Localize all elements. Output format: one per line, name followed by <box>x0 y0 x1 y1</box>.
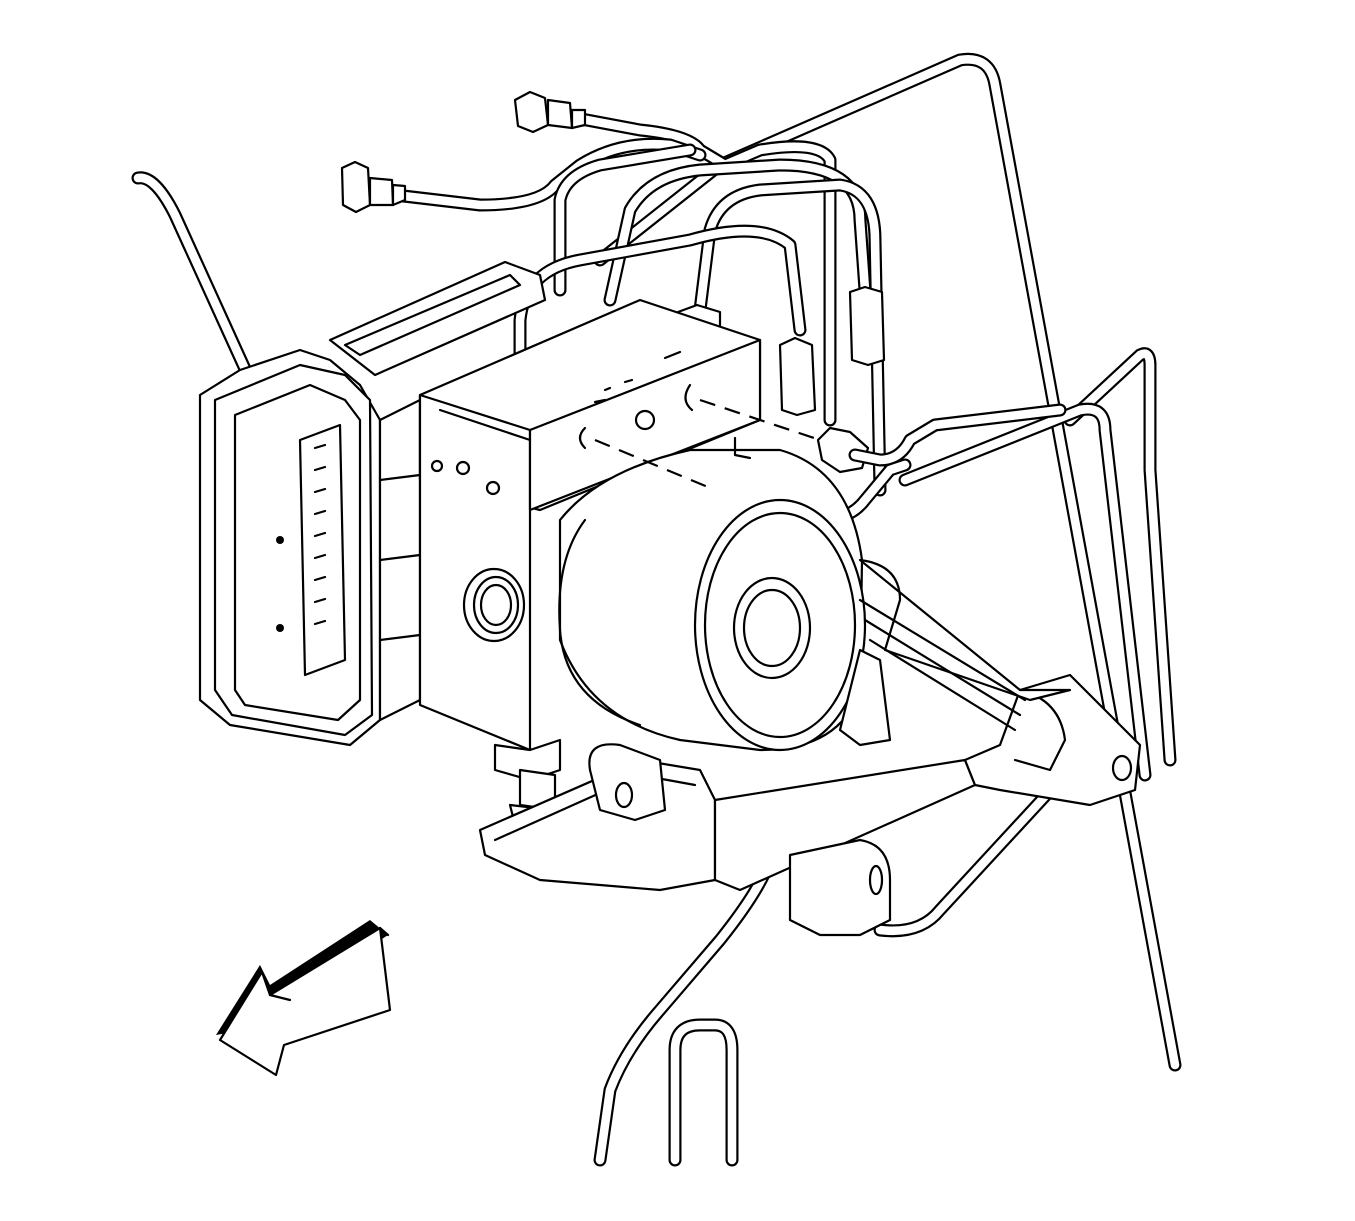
pump-motor <box>558 398 867 752</box>
brake-pipe-lower-loop <box>668 1018 739 1167</box>
valve-port-hole <box>430 459 444 473</box>
module-pin-hole <box>276 536 284 544</box>
brake-pipe-left <box>131 171 257 387</box>
brake-pipe-lower-right <box>873 773 1067 938</box>
fitting-top-left <box>340 160 407 214</box>
fitting-right-1 <box>778 285 886 417</box>
brake-pipe-long-right <box>593 52 1182 1072</box>
valve-port-hole <box>634 409 656 431</box>
brake-pipe-lower-left <box>593 853 777 1167</box>
bracket-bolt-hole <box>614 781 634 809</box>
direction-arrow <box>216 920 392 1077</box>
fitting-top-center <box>513 90 587 134</box>
valve-port-hole <box>485 480 501 496</box>
valve-outlet-port <box>462 567 526 643</box>
module-pin-hole <box>276 624 284 632</box>
electronic-brake-control-module <box>198 260 547 747</box>
brake-pipe-bundle-upper <box>388 108 887 497</box>
brake-pipe-right-vertical <box>1063 347 1177 767</box>
mounting-bracket <box>478 558 1142 937</box>
brake-pipes <box>131 52 1182 1167</box>
valve-port-hole <box>455 460 471 476</box>
brake-pipe-right-inner <box>898 402 1152 782</box>
bracket-bolt-hole <box>868 864 884 896</box>
bracket-bolt-hole <box>1111 754 1133 782</box>
